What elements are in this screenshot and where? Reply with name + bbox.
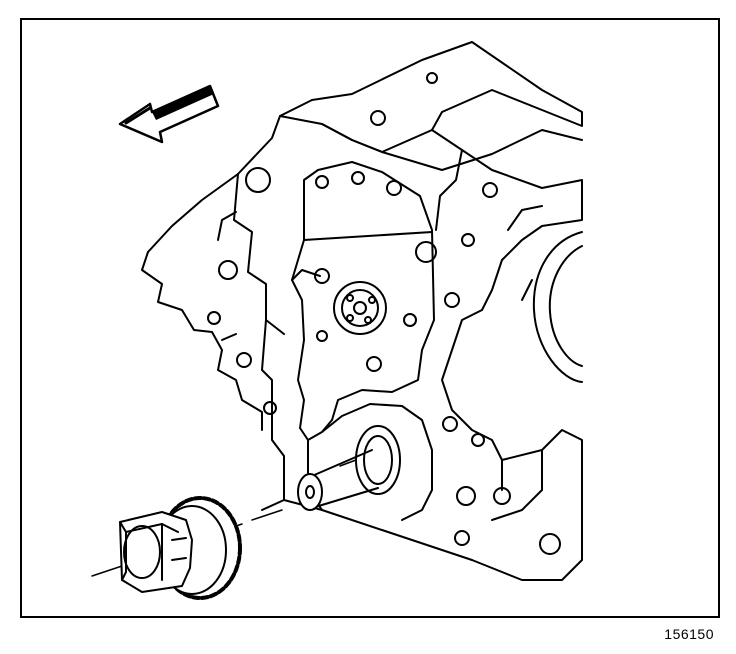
figure-frame [20, 18, 720, 618]
crankshaft-sprocket [119, 496, 242, 600]
engine-block [141, 41, 583, 581]
direction-arrow [118, 84, 220, 144]
illustration [91, 41, 583, 600]
figure-number: 156150 [664, 626, 714, 642]
